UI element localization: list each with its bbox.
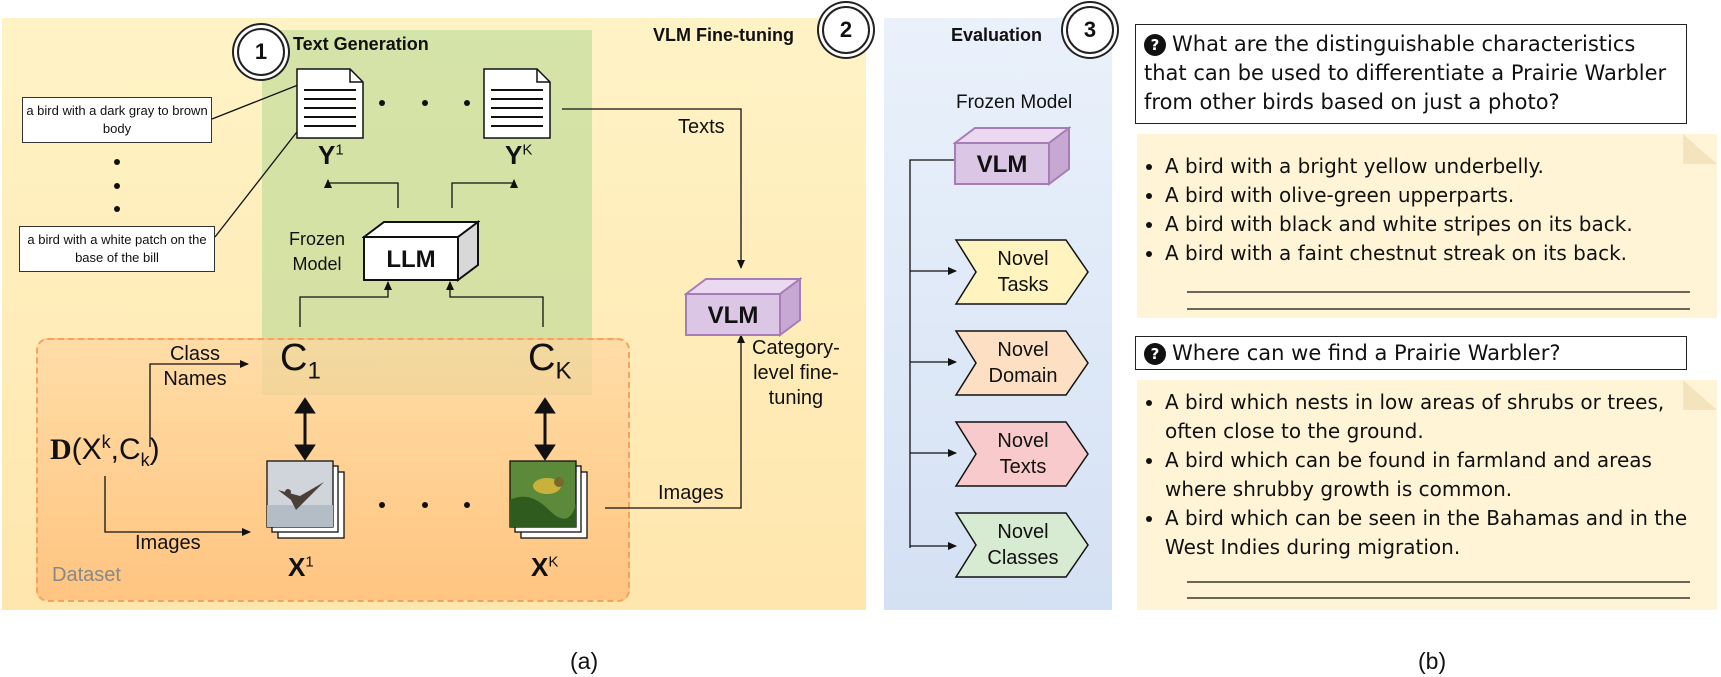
answer-1-item: A bird with a bright yellow underbelly. (1165, 152, 1717, 181)
texts-label: Texts (678, 116, 725, 138)
note-2-decoration (1187, 380, 1717, 599)
question-box-1: ?What are the distinguishable characteri… (1135, 24, 1687, 124)
note-1-decoration (1187, 134, 1717, 310)
category-finetuning-label: Category-level fine-tuning (752, 337, 840, 409)
x1-label: X1 (288, 552, 314, 582)
answer-1-item: A bird with a faint chestnut streak on i… (1165, 239, 1717, 268)
question-icon: ? (1144, 343, 1166, 365)
dataset-formula: D(Xk,Ck) (50, 432, 160, 470)
text-generation-heading: Text Generation (293, 34, 429, 54)
llm-label: LLM (386, 246, 436, 273)
vlm-box (684, 277, 802, 337)
class-ck: CK (528, 337, 572, 385)
vlm-label: VLM (707, 302, 759, 329)
question-icon: ? (1144, 34, 1166, 56)
novel-chevrons (954, 239, 1089, 578)
document-icon-left (296, 68, 364, 139)
eval-vlm-box (953, 126, 1071, 186)
answer-list-2: A bird which nests in low areas of shrub… (1137, 388, 1705, 562)
dataset-label: Dataset (52, 564, 121, 586)
caption-example-top: a bird with a dark gray to brown body (22, 97, 212, 143)
yk-label: YK (505, 140, 533, 170)
step-1-badge: 1 (237, 28, 285, 76)
answer-note-1: A bird with a bright yellow underbelly. … (1137, 134, 1717, 318)
sublabel-b: (b) (1418, 648, 1447, 674)
llm-box (362, 220, 480, 282)
question-1-text: What are the distinguishable characteris… (1144, 32, 1667, 114)
images-label-right: Images (658, 482, 724, 504)
document-icon-right (483, 68, 551, 139)
answer-1-item: A bird with olive-green upperparts. (1165, 181, 1717, 210)
vlm-finetuning-heading: VLM Fine-tuning (653, 25, 794, 45)
xk-label: XK (531, 552, 559, 582)
answer-2-item: A bird which can be found in farmland an… (1165, 446, 1705, 504)
step-3-badge: 3 (1066, 6, 1114, 54)
answer-2-item: A bird which nests in low areas of shrub… (1165, 388, 1705, 446)
question-2-text: Where can we find a Prairie Warbler? (1172, 341, 1561, 365)
caption-example-bottom: a bird with a white patch on the base of… (19, 226, 215, 272)
y1-label: Y1 (318, 140, 344, 170)
evaluation-heading: Evaluation (951, 25, 1043, 45)
answer-list-1: A bird with a bright yellow underbelly. … (1137, 152, 1717, 268)
question-box-2: ? Where can we find a Prairie Warbler? (1135, 336, 1687, 370)
bird-image-stack-left (266, 460, 345, 539)
answer-note-2: A bird which nests in low areas of shrub… (1137, 380, 1717, 610)
answer-2-item: A bird which can be seen in the Bahamas … (1165, 504, 1705, 562)
eval-vlm-label: VLM (976, 151, 1028, 178)
answer-1-item: A bird with black and white stripes on i… (1165, 210, 1717, 239)
sublabel-a: (a) (570, 648, 599, 674)
eval-frozen-model-label: Frozen Model (956, 92, 1073, 113)
images-label-left: Images (135, 532, 201, 554)
bird-image-stack-right (509, 460, 588, 539)
class-c1: C1 (280, 337, 321, 385)
step-2-badge: 2 (822, 6, 870, 54)
evaluation-panel (884, 18, 1112, 610)
